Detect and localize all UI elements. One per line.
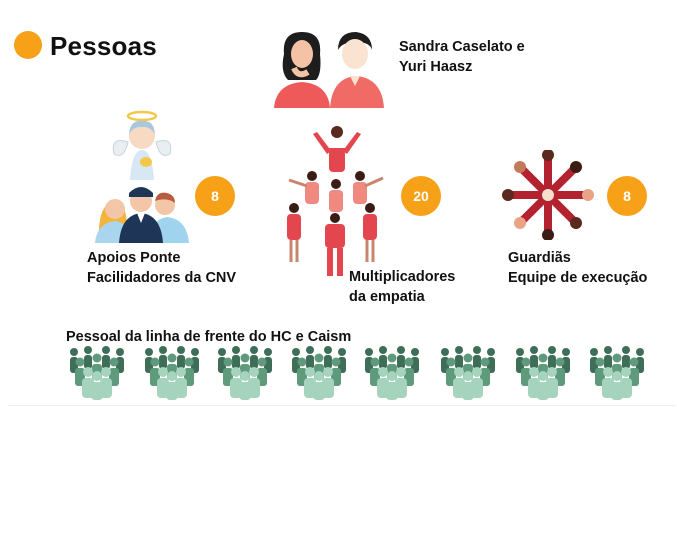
hands-circle-icon (502, 150, 594, 240)
angel-icon (112, 110, 172, 180)
frontline-label: Pessoal da linha de frente do HC e Caism (66, 329, 352, 345)
group-multiplicadores-title: Multiplicadores (349, 269, 456, 285)
crowd-icon (441, 346, 495, 400)
crowd-icon (590, 346, 644, 400)
group-guardias-title: Guardiãs (508, 250, 571, 266)
crowd-icon (70, 346, 124, 400)
group-guardias-subtitle: Equipe de execução (508, 270, 648, 286)
multiplicadores-count-badge: 20 (401, 176, 441, 216)
guardias-count-badge: 8 (607, 176, 647, 216)
crowd-icon (365, 346, 419, 400)
human-pyramid-icon (287, 126, 384, 276)
page-title: Pessoas (50, 31, 157, 61)
divider (8, 405, 676, 406)
leaders-name-line1: Sandra Caselato e (399, 39, 525, 55)
leaders-name-line2: Yuri Haasz (399, 59, 473, 75)
two-people-portrait-icon (274, 32, 384, 108)
crowd-icon (292, 346, 346, 400)
crowd-icon (145, 346, 199, 400)
group-apoios-title: Apoios Ponte (87, 250, 181, 266)
group-apoios-subtitle: Facilidadores da CNV (87, 270, 237, 286)
team-people-icon (95, 187, 189, 243)
crowd-icon (516, 346, 570, 400)
title-bullet (14, 31, 42, 59)
apoios-count-badge: 8 (195, 176, 235, 216)
crowd-icon (218, 346, 272, 400)
group-multiplicadores-subtitle: da empatia (349, 289, 425, 305)
